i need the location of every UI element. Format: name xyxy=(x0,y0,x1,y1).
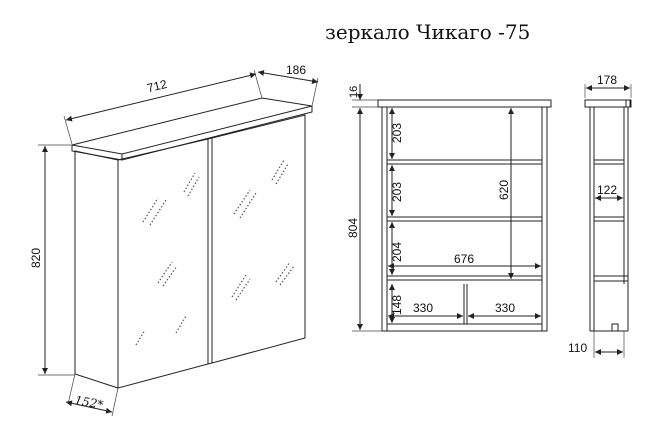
side-bottom-depth-label: 110 xyxy=(568,341,587,355)
shelf-3-label: 204 xyxy=(390,242,404,262)
side-view: 178 122 110 xyxy=(568,73,632,358)
front-total-height-label: 804 xyxy=(346,218,360,238)
side-depth-label: 178 xyxy=(597,73,617,87)
left-door xyxy=(117,138,209,389)
isometric-view: 712 186 820 152* xyxy=(29,63,319,417)
side-panel xyxy=(74,150,119,389)
drawing-title: зеркало Чикаго -75 xyxy=(325,20,531,44)
drawer-height-label: 148 xyxy=(390,295,404,315)
drawer-right-label: 330 xyxy=(495,301,515,315)
front-top-panel xyxy=(377,99,552,108)
side-top-panel xyxy=(584,99,631,108)
iso-width-label: 712 xyxy=(146,77,169,96)
top-slab xyxy=(71,97,313,155)
front-top-panel-label: 16 xyxy=(348,86,360,98)
inner-height-label: 620 xyxy=(497,180,511,200)
iso-height-label: 820 xyxy=(29,248,43,268)
shelf-1-label: 203 xyxy=(390,123,404,143)
inner-width-label: 676 xyxy=(454,252,474,266)
iso-depth-label: 186 xyxy=(286,63,306,77)
iso-bottom-depth-label: 152* xyxy=(73,393,104,412)
right-door xyxy=(211,114,306,364)
drawer-left-label: 330 xyxy=(413,301,433,315)
front-view: 16 804 203 203 204 148 620 676 330 330 xyxy=(346,84,552,332)
shelf-depth-label: 122 xyxy=(597,183,617,197)
shelf-2-label: 203 xyxy=(390,182,404,202)
